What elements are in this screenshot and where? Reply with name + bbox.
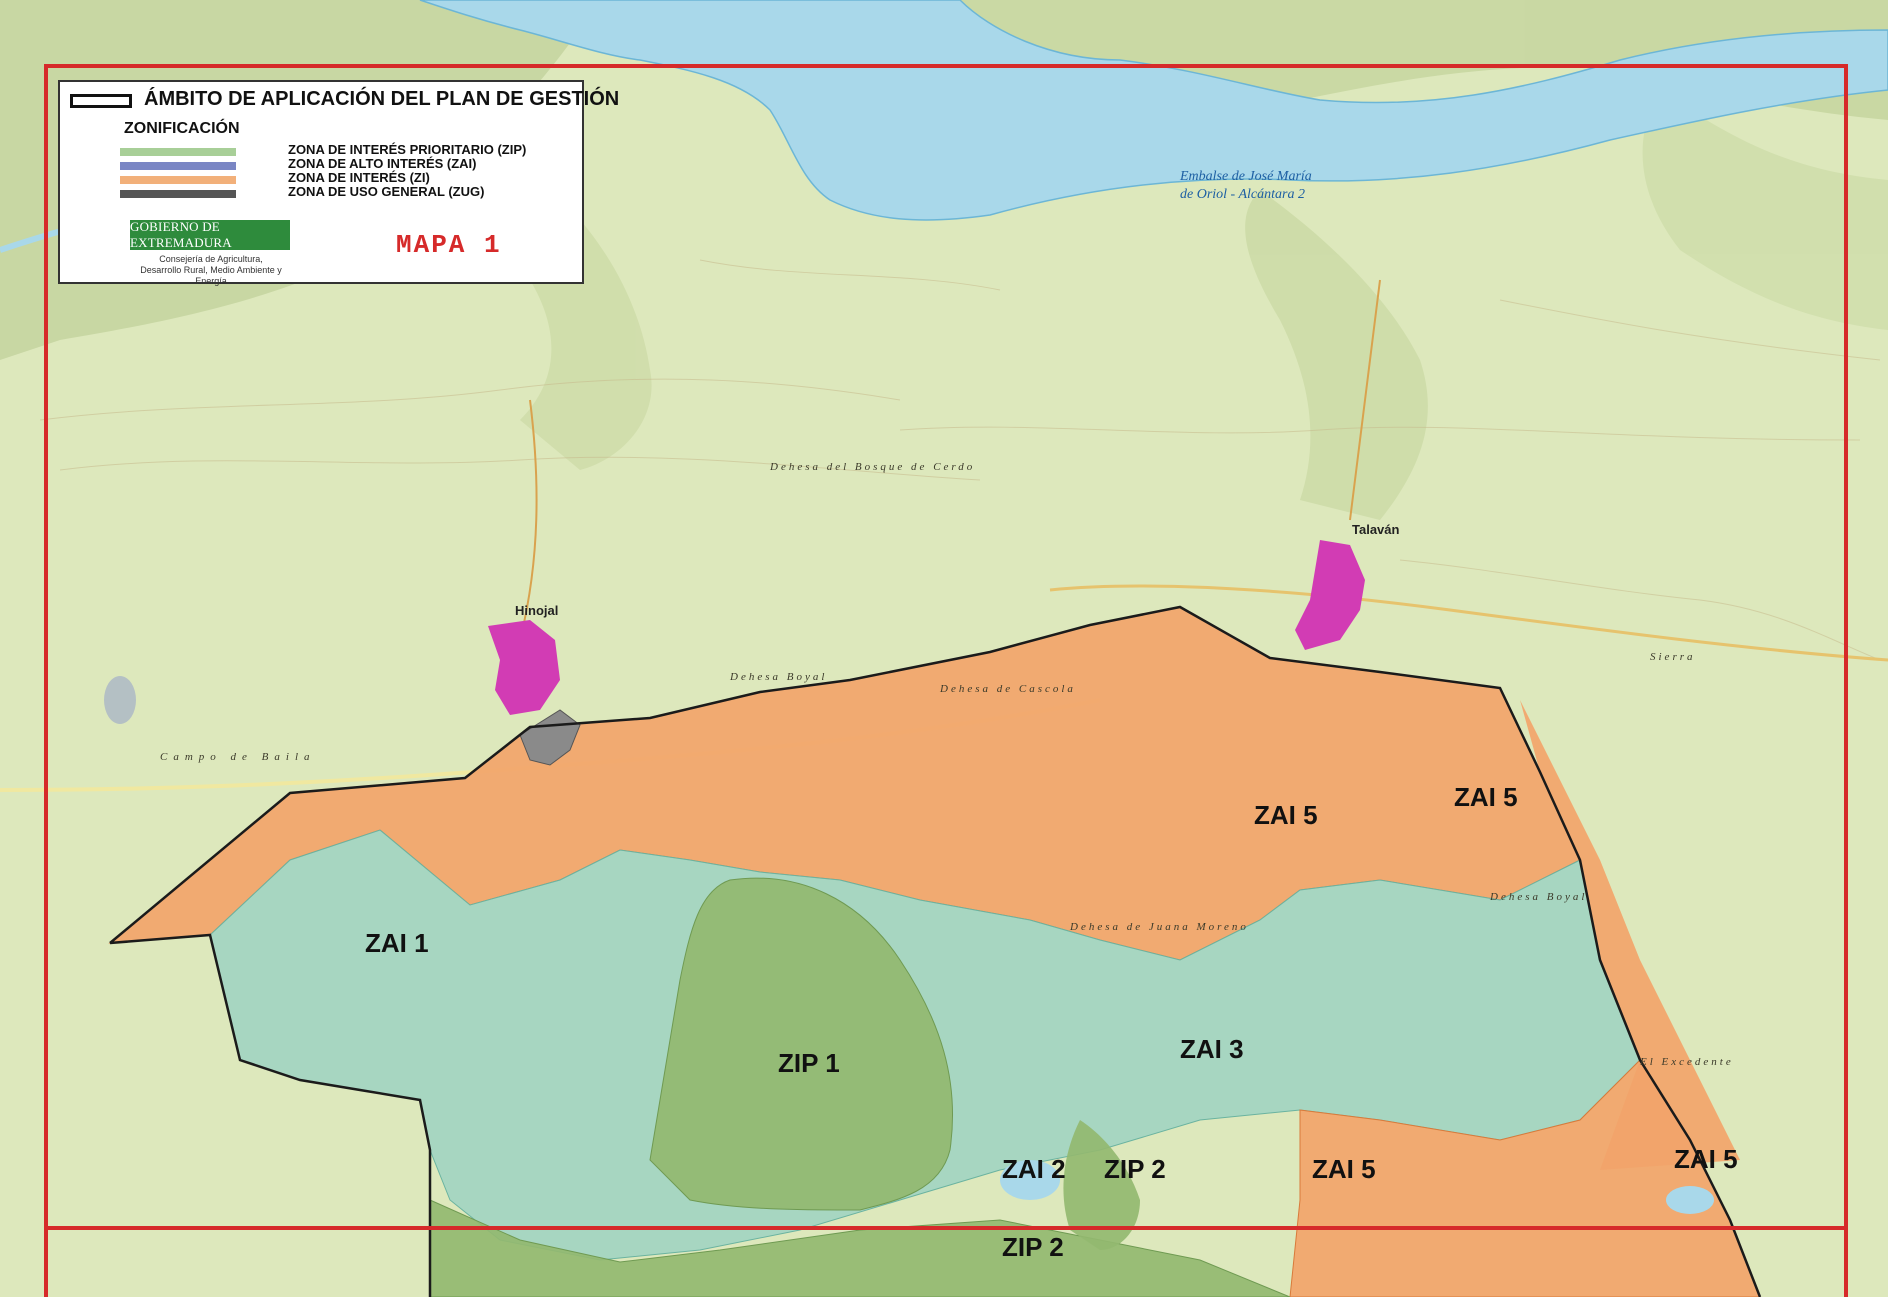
zone-zip2-center xyxy=(1063,1120,1140,1250)
legend-item-zug: ZONA DE USO GENERAL (ZUG) xyxy=(288,184,485,199)
contour-lines xyxy=(39,259,1881,661)
legend-item-zai: ZONA DE ALTO INTERÉS (ZAI) xyxy=(288,156,477,171)
place-campo-baila: Campo de Baila xyxy=(160,751,316,763)
quarry xyxy=(104,676,136,724)
map-sheet-frame-next xyxy=(44,1226,1848,1297)
zone-label-zai5-center: ZAI 5 xyxy=(1254,800,1318,830)
swatch-zug xyxy=(120,190,236,198)
zone-label-zai1: ZAI 1 xyxy=(365,928,429,958)
gov-subtitle-line2: Desarrollo Rural, Medio Ambiente y Energ… xyxy=(140,265,282,286)
gov-logo: GOBIERNO DE EXTREMADURA xyxy=(130,219,290,250)
place-dehesa-boyal: Dehesa Boyal xyxy=(729,671,827,683)
place-el-excedente: El Excedente xyxy=(1639,1056,1734,1068)
legend-item-zip: ZONA DE INTERÉS PRIORITARIO (ZIP) xyxy=(288,142,527,157)
gov-subtitle: Consejería de Agricultura, Desarrollo Ru… xyxy=(128,254,294,287)
reservoir-label-2: de Oriol - Alcántara 2 xyxy=(1180,187,1305,202)
legend-item-zi: ZONA DE INTERÉS (ZI) xyxy=(288,170,430,185)
legend-panel: ÁMBITO DE APLICACIÓN DEL PLAN DE GESTIÓN… xyxy=(58,80,619,287)
boundary-swatch xyxy=(70,94,132,108)
reservoir-water xyxy=(419,0,1888,221)
town-hinojal: Hinojal xyxy=(515,603,558,618)
swatch-zi xyxy=(120,176,236,184)
place-dehesa-juan-moreno: Dehesa de Juana Moreno xyxy=(1069,921,1249,933)
legend-zonificacion: ZONIFICACIÓN xyxy=(124,120,240,137)
zone-zip2-south xyxy=(429,1199,1291,1297)
study-area-boundary xyxy=(109,605,1762,1297)
zone-zip1 xyxy=(649,877,953,1211)
swatch-zip xyxy=(120,148,236,156)
legend-title: ÁMBITO DE APLICACIÓN DEL PLAN DE GESTIÓN xyxy=(144,88,620,110)
place-sierra: Sierra xyxy=(1650,651,1696,663)
zone-label-zai5-east: ZAI 5 xyxy=(1674,1144,1738,1174)
zone-label-zai5-south: ZAI 5 xyxy=(1312,1154,1376,1184)
map-number-title: MAPA 1 xyxy=(396,230,502,260)
urban-talavan xyxy=(1295,540,1365,650)
zone-label-zai2: ZAI 2 xyxy=(1002,1154,1066,1184)
place-dehesa-boyal-east: Dehesa Boyal xyxy=(1489,891,1587,903)
urban-hinojal xyxy=(488,620,560,715)
reservoir-label-1: Embalse de José María xyxy=(1179,169,1312,184)
place-dehesa-bosque: Dehesa del Bosque de Cerdo xyxy=(769,461,975,473)
zone-label-zai5-north: ZAI 5 xyxy=(1454,782,1518,812)
zone-zi-east-strip xyxy=(1520,700,1740,1170)
zone-label-zip2-south: ZIP 2 xyxy=(1002,1232,1064,1262)
pond xyxy=(1666,1186,1714,1214)
gov-subtitle-line1: Consejería de Agricultura, xyxy=(159,254,263,264)
place-dehesa-cascola: Dehesa de Cascola xyxy=(939,683,1076,695)
zone-label-zai3: ZAI 3 xyxy=(1180,1034,1244,1064)
zone-label-zip1: ZIP 1 xyxy=(778,1048,840,1078)
town-talavan: Talaván xyxy=(1352,522,1400,537)
pond xyxy=(1000,1160,1060,1200)
swatch-zai xyxy=(120,162,236,170)
zone-label-zip2-north: ZIP 2 xyxy=(1104,1154,1166,1184)
